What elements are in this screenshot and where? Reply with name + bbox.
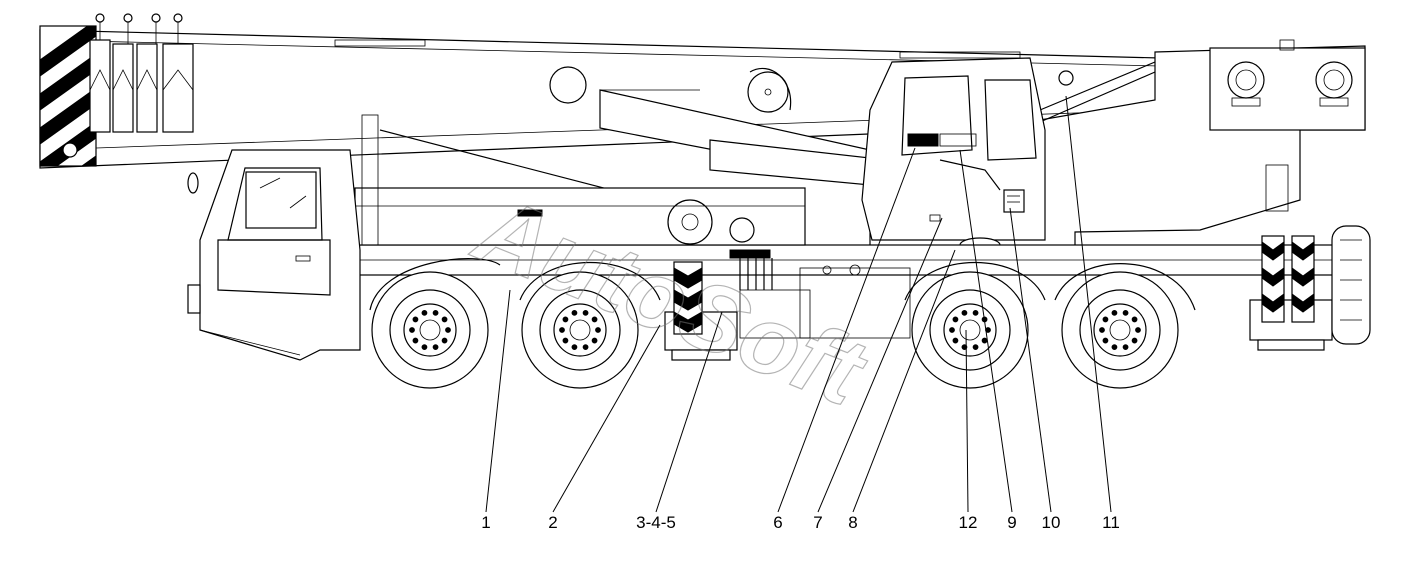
wheel	[371, 271, 489, 389]
callout-leader	[777, 147, 916, 513]
callout-leader	[959, 149, 1013, 513]
callout-leader	[552, 324, 661, 513]
callout-leader	[1009, 207, 1052, 513]
hazard-plates	[673, 235, 1315, 335]
callout-label: 12	[959, 513, 978, 532]
callout-label: 9	[1007, 513, 1016, 532]
callout-leader	[817, 217, 943, 513]
operator-cab	[861, 57, 1046, 253]
callout-label: 8	[848, 513, 857, 532]
chassis	[354, 114, 1341, 339]
wheel-arches	[369, 258, 1196, 311]
callout-label: 3-4-5	[636, 513, 676, 532]
driver-cab	[187, 149, 361, 361]
wheel	[1061, 271, 1179, 389]
callout-label: 11	[1102, 513, 1120, 532]
wheel	[911, 271, 1029, 389]
boom-head	[39, 25, 97, 167]
wheel	[521, 271, 639, 389]
wheels	[371, 271, 1179, 389]
callout-leader	[965, 329, 969, 513]
callout-leader	[852, 249, 956, 513]
callout-leader	[1065, 95, 1112, 513]
callout-label: 6	[773, 513, 782, 532]
callout-leader	[485, 289, 511, 513]
callout-label: 7	[813, 513, 822, 532]
callout-label: 1	[481, 513, 490, 532]
callout-leader	[655, 311, 723, 513]
hook-blocks	[89, 13, 194, 133]
callout-label: 2	[548, 513, 557, 532]
spare-tire	[1331, 225, 1371, 345]
callout-leaders	[485, 95, 1112, 513]
callout-label: 10	[1042, 513, 1061, 532]
